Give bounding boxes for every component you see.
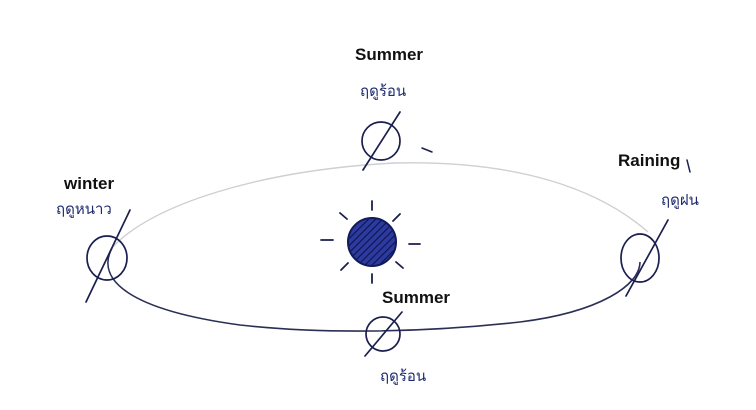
earth-bottom [365,312,402,356]
label-raining-en: Raining [618,151,680,170]
label-winter-th: ฤดูหนาว [56,200,112,218]
label-summer-bottom-th: ฤดูร้อน [380,367,426,385]
earth-left [86,210,130,302]
label-summer-top-en: Summer [355,45,423,64]
label-raining-th: ฤดูฝน [661,191,699,209]
sun [321,201,420,283]
label-raining-tick [687,160,690,172]
label-winter-en: winter [63,174,114,193]
label-summer-bottom-en: Summer [382,288,450,307]
label-summer-top-th: ฤดูร้อน [360,82,406,100]
earth-top [362,112,432,170]
sun-disc [348,218,396,266]
